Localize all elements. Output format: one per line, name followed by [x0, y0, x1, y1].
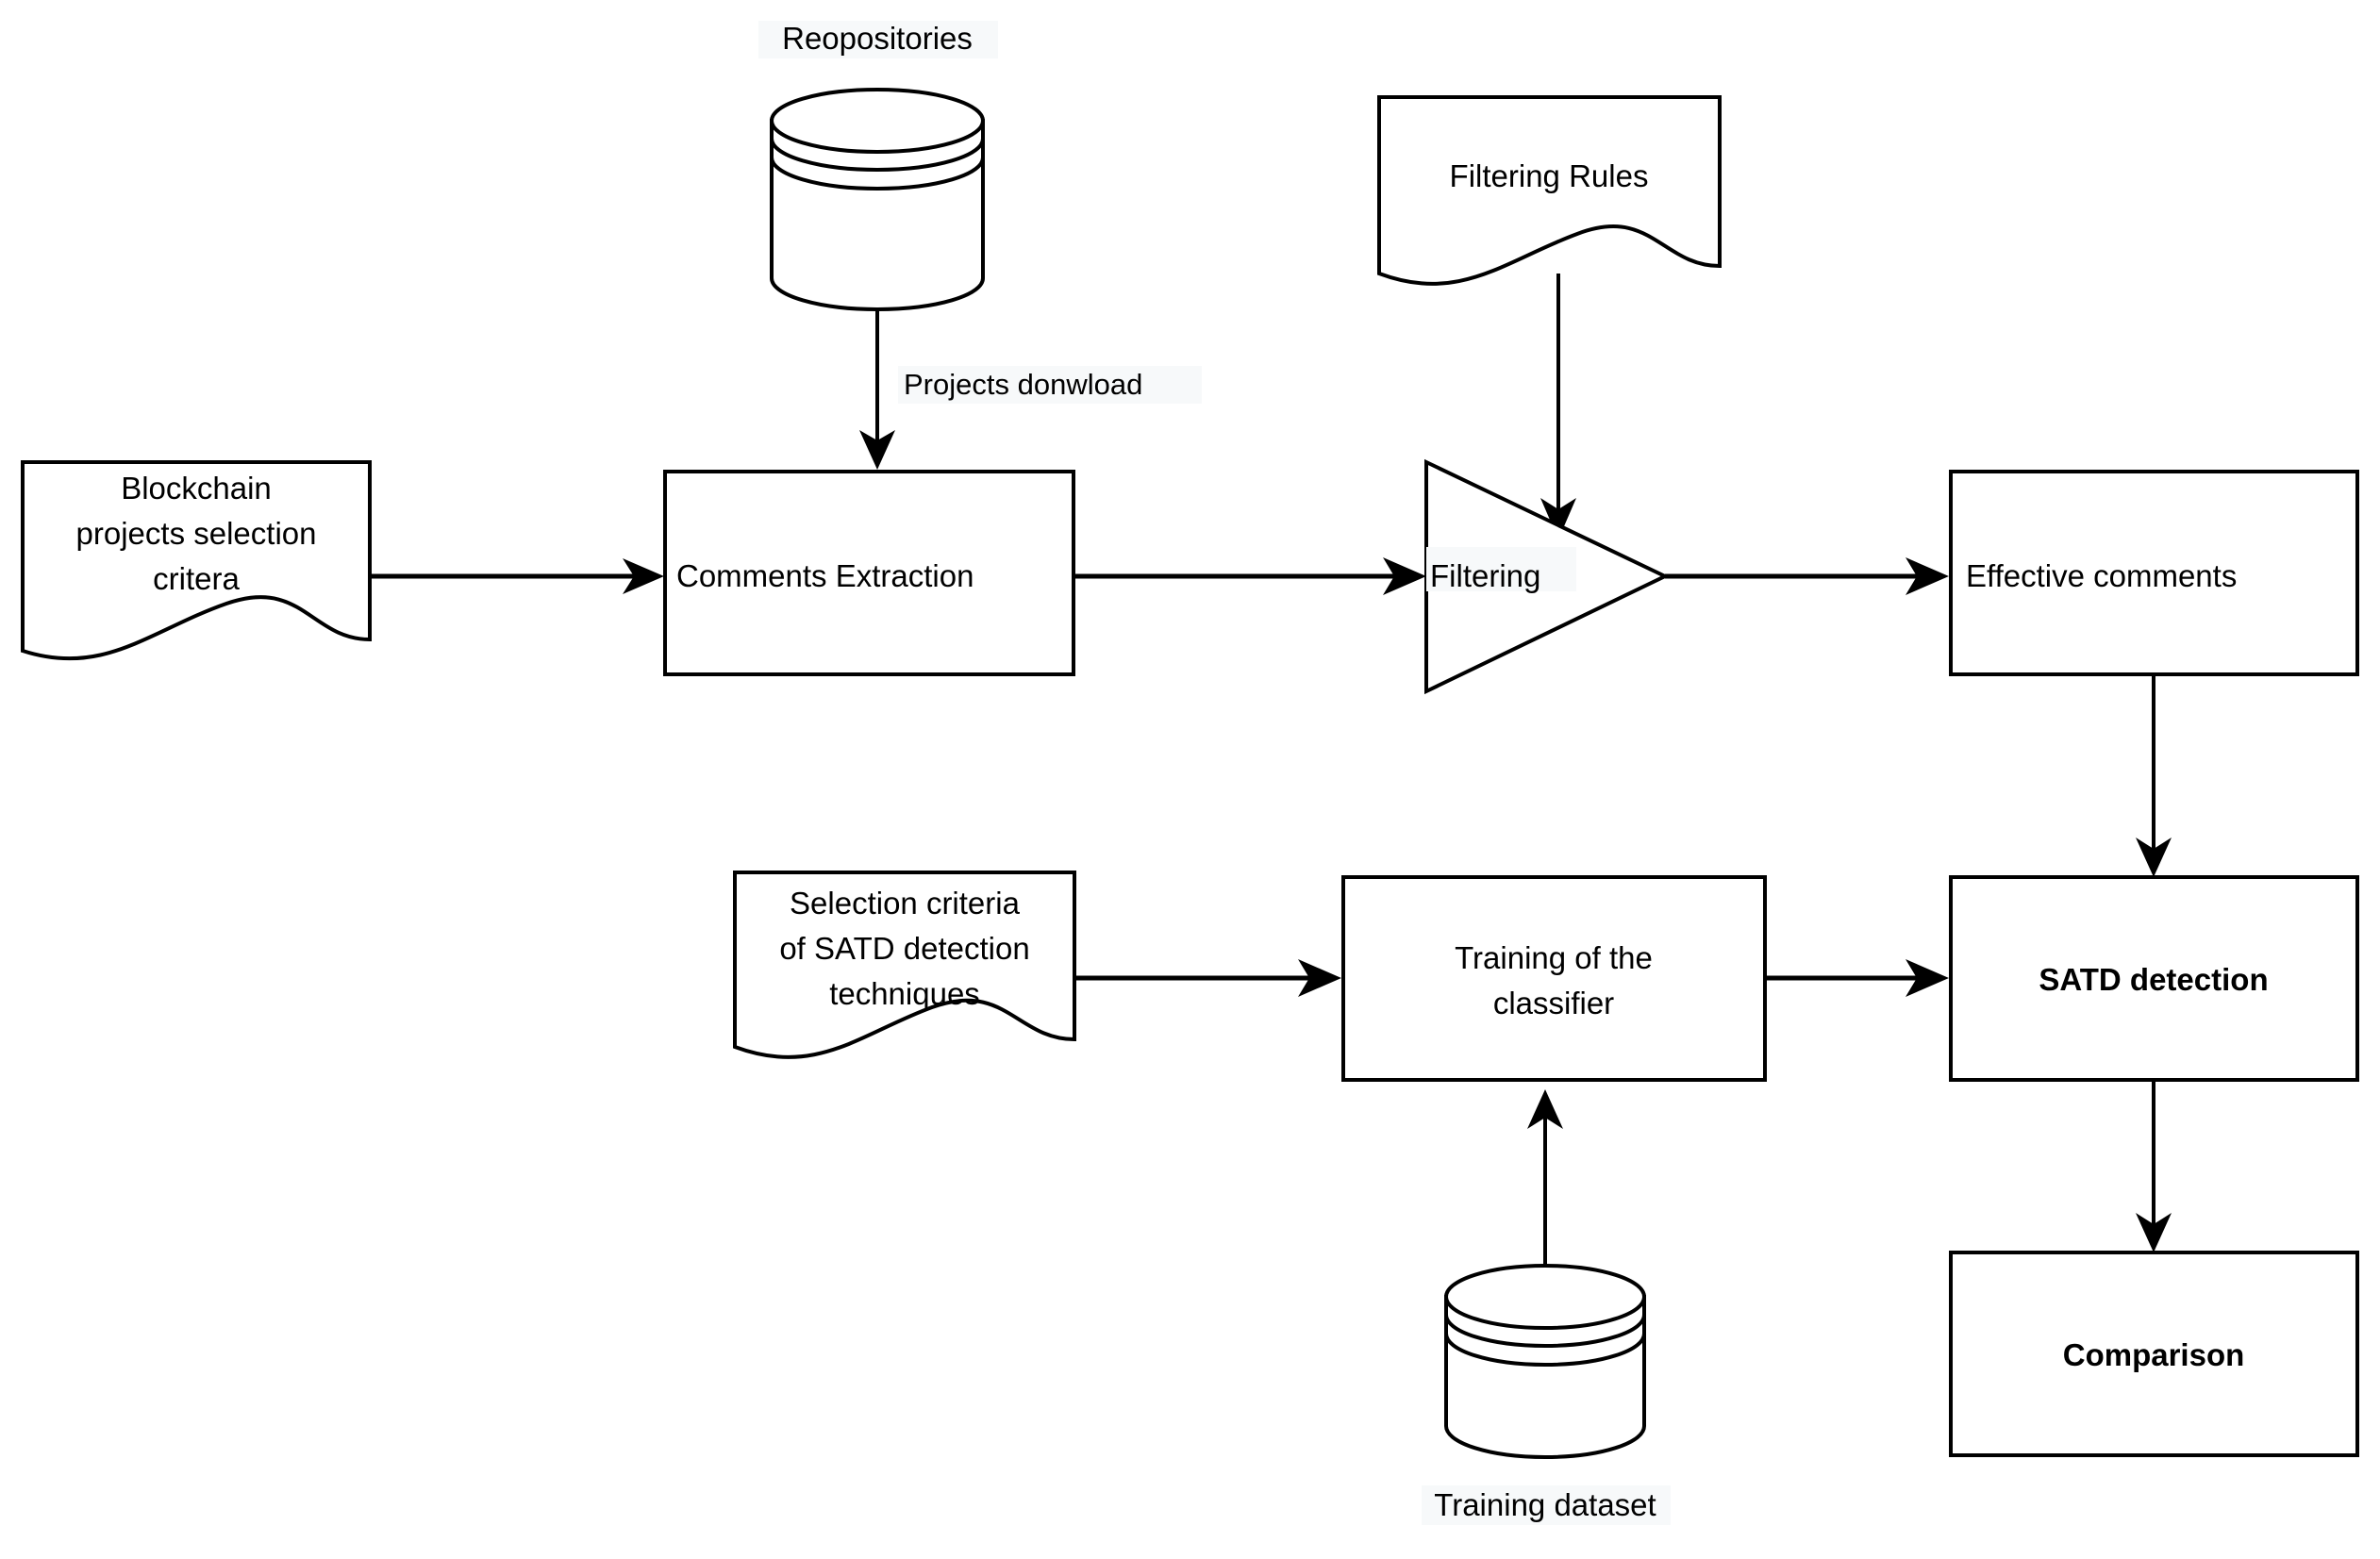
filtering-label: Filtering [1430, 558, 1540, 593]
arrowhead-dataset-to-training [1527, 1089, 1563, 1129]
training-classifier-box [1341, 875, 1767, 1082]
comparison-box [1949, 1251, 2359, 1457]
arrowhead-rules-to-filtering [1540, 498, 1576, 539]
arrowhead-effective-to-satd [2136, 838, 2172, 877]
edge-satd-detection-to-comparison [2136, 1080, 2172, 1252]
repositories-disc-line-2 [770, 157, 985, 191]
edge-effective-comments-to-satd-detection [2136, 674, 2172, 877]
filtering-label-bg [1426, 547, 1576, 591]
blockchain-criteria-label-line1: Blockchain [121, 471, 272, 506]
blockchain-criteria-document-shape [21, 460, 372, 661]
satd-detection-box [1949, 875, 2359, 1082]
node-comparison[interactable]: Comparison [1949, 1251, 2359, 1457]
arrowhead-criteria-to-extraction [623, 558, 664, 594]
arrowhead-filtering-to-effective [1906, 557, 1949, 595]
node-filtering[interactable]: Filtering [1424, 458, 1670, 695]
node-blockchain-criteria[interactable]: Blockchain projects selection critera [21, 460, 372, 661]
node-effective-comments[interactable]: Effective comments [1949, 470, 2359, 676]
node-repositories[interactable] [770, 88, 985, 311]
edge-blockchain-criteria-to-comments-extraction [370, 558, 664, 594]
comments-extraction-box [663, 470, 1075, 676]
node-training-classifier[interactable]: Training of the classifier [1341, 875, 1767, 1082]
node-satd-detection[interactable]: SATD detection [1949, 875, 2359, 1082]
selection-criteria-document-shape [733, 871, 1076, 1059]
arrowhead-training-to-satd [1906, 959, 1949, 997]
edge-repositories-to-comments-extraction [859, 309, 895, 470]
satd-detection-label: SATD detection [2039, 962, 2268, 997]
selection-criteria-label-line1: Selection criteria [790, 886, 1021, 920]
training-dataset-label: Training dataset [1434, 1487, 1656, 1522]
filtering-rules-document-shape [1377, 95, 1722, 286]
edge-label-projects-download: Projects donwload [904, 368, 1142, 401]
effective-comments-label: Effective comments [1966, 558, 2237, 593]
training-classifier-label-line1: Training of the [1455, 940, 1653, 975]
node-comments-extraction[interactable]: Comments Extraction [663, 470, 1075, 676]
training-dataset-cylinder-top [1444, 1264, 1646, 1330]
node-filtering-rules[interactable]: Filtering Rules [1377, 95, 1722, 286]
edge-training-to-satd-detection [1765, 959, 1949, 997]
blockchain-criteria-label-line3: critera [153, 561, 240, 596]
arrowhead-criteria-to-training [1298, 959, 1341, 997]
training-dataset-disc-line-1 [1444, 1314, 1646, 1348]
selection-criteria-label-line2: of SATD detection [779, 931, 1029, 966]
training-dataset-cylinder-body [1444, 1295, 1646, 1459]
comparison-label: Comparison [2063, 1337, 2245, 1372]
training-dataset-disc-line-2 [1444, 1333, 1646, 1367]
node-selection-criteria[interactable]: Selection criteria of SATD detection tec… [733, 871, 1076, 1059]
arrowhead-projects-download [859, 430, 895, 470]
edge-comments-extraction-to-filtering [1073, 557, 1426, 595]
repositories-cylinder-body [770, 119, 985, 311]
filtering-rules-label: Filtering Rules [1450, 158, 1649, 193]
comments-extraction-label: Comments Extraction [676, 558, 974, 593]
edge-training-dataset-to-training [1527, 1089, 1563, 1267]
training-classifier-label-line2: classifier [1493, 986, 1614, 1020]
arrowhead-satd-to-comparison [2136, 1213, 2172, 1252]
repositories-disc-line-1 [770, 138, 985, 172]
edge-selection-criteria-to-training [1074, 959, 1341, 997]
edge-filtering-to-effective-comments [1665, 557, 1949, 595]
projects-download-label-bg [898, 366, 1202, 404]
repositories-label-bg [758, 21, 998, 58]
node-training-dataset[interactable] [1444, 1264, 1646, 1459]
repositories-label: Reopositories [782, 21, 973, 56]
arrowhead-extraction-to-filtering [1383, 557, 1426, 595]
blockchain-criteria-label-line2: projects selection [76, 516, 317, 551]
repositories-cylinder-top [770, 88, 985, 154]
training-dataset-label-bg [1422, 1485, 1671, 1525]
selection-criteria-label-line3: techniques [829, 976, 980, 1011]
edge-filtering-rules-to-filtering [1540, 274, 1576, 539]
